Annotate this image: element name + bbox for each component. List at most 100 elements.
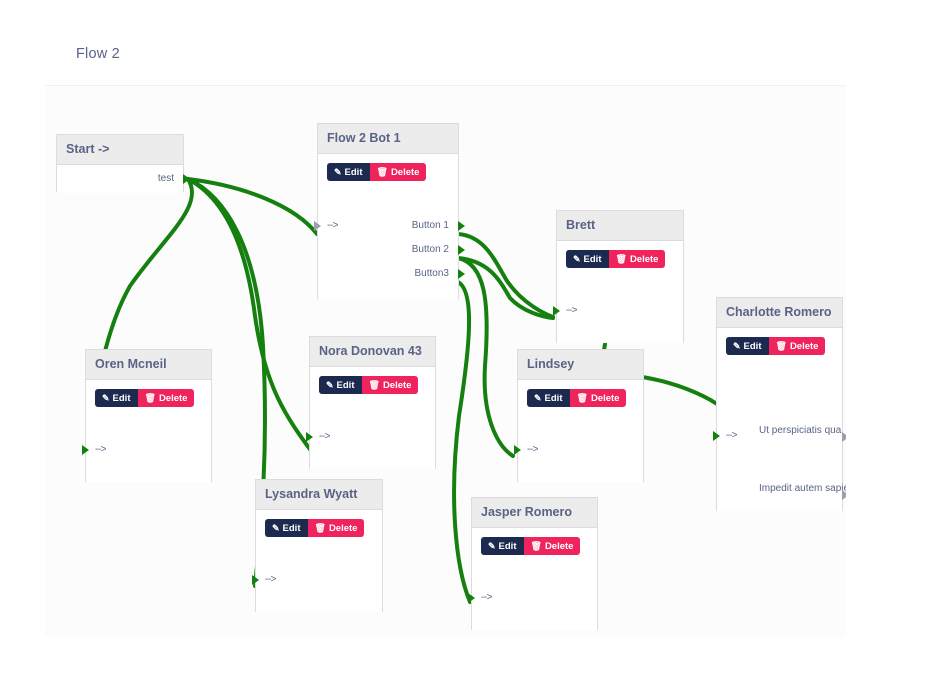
node-actions: ✎ Edit 🗑 Delete bbox=[726, 337, 826, 355]
output-handle-impedit-autem-sapie[interactable] bbox=[842, 490, 846, 500]
edit-square-icon: ✎ bbox=[272, 522, 280, 533]
input-handle[interactable] bbox=[468, 593, 475, 603]
output-handle-ut-perspiciatis-qua[interactable] bbox=[842, 432, 846, 442]
node-body: ✎ Edit 🗑 Delete --> bbox=[468, 528, 597, 630]
trash-icon: 🗑 bbox=[530, 540, 542, 551]
input-handle[interactable] bbox=[252, 575, 259, 585]
trash-icon: 🗑 bbox=[144, 392, 156, 403]
input-handle[interactable] bbox=[314, 221, 321, 231]
input-handle[interactable] bbox=[514, 445, 521, 455]
node-actions: ✎ Edit 🗑 Delete bbox=[327, 163, 427, 181]
delete-button-label: Delete bbox=[629, 253, 659, 265]
node-title: Start -> bbox=[57, 135, 183, 165]
delete-button-label: Delete bbox=[382, 379, 412, 391]
node-flow-2-bot-1[interactable]: Flow 2 Bot 1 ✎ Edit 🗑 Delete --> Button … bbox=[314, 123, 465, 299]
edge-start-to-flow2bot1 bbox=[186, 177, 319, 236]
delete-button[interactable]: 🗑 Delete bbox=[608, 250, 666, 268]
node-body: ✎ Edit 🗑 Delete --> Button 1 Button 2 Bu… bbox=[314, 154, 465, 299]
node-lindsey[interactable]: Lindsey ✎ Edit 🗑 Delete --> bbox=[514, 349, 644, 482]
delete-button[interactable]: 🗑 Delete bbox=[523, 537, 581, 555]
delete-button-label: Delete bbox=[590, 392, 620, 404]
delete-button[interactable]: 🗑 Delete bbox=[307, 519, 365, 537]
input-port[interactable]: --> bbox=[527, 444, 539, 455]
delete-button[interactable]: 🗑 Delete bbox=[369, 163, 427, 181]
input-port[interactable]: --> bbox=[481, 592, 493, 603]
output-port-test[interactable]: test bbox=[157, 173, 174, 184]
trash-icon: 🗑 bbox=[314, 522, 326, 533]
input-handle[interactable] bbox=[82, 445, 89, 455]
trash-icon: 🗑 bbox=[615, 253, 627, 264]
delete-button[interactable]: 🗑 Delete bbox=[137, 389, 195, 407]
output-port-impedit-autem-sapie[interactable]: Impedit autem sapie bbox=[759, 483, 846, 494]
edit-button[interactable]: ✎ Edit bbox=[95, 389, 138, 407]
edge-lindsey-to-charlotte bbox=[633, 374, 719, 406]
node-actions: ✎ Edit 🗑 Delete bbox=[527, 389, 627, 407]
delete-button-label: Delete bbox=[390, 166, 420, 178]
input-port[interactable]: --> bbox=[265, 574, 277, 585]
node-title: Charlotte Romero bbox=[717, 298, 842, 328]
node-title: Oren Mcneil bbox=[86, 350, 211, 380]
edit-button[interactable]: ✎ Edit bbox=[527, 389, 570, 407]
node-brett[interactable]: Brett ✎ Edit 🗑 Delete --> bbox=[553, 210, 684, 343]
input-port[interactable]: --> bbox=[95, 444, 107, 455]
node-title: Lysandra Wyatt bbox=[256, 480, 382, 510]
edit-button-label: Edit bbox=[336, 379, 355, 391]
output-port-button-2[interactable]: Button 2 bbox=[411, 244, 449, 255]
output-port-button-3[interactable]: Button3 bbox=[414, 268, 449, 279]
node-title: Nora Donovan 43 bbox=[310, 337, 435, 367]
delete-button[interactable]: 🗑 Delete bbox=[569, 389, 627, 407]
edit-button[interactable]: ✎ Edit bbox=[481, 537, 524, 555]
node-title: Brett bbox=[557, 211, 683, 241]
output-handle-test[interactable] bbox=[183, 174, 190, 184]
output-port-ut-perspiciatis-qua[interactable]: Ut perspiciatis qua bbox=[759, 425, 842, 436]
edit-square-icon: ✎ bbox=[573, 253, 581, 264]
input-handle[interactable] bbox=[713, 431, 720, 441]
node-body: ✎ Edit 🗑 Delete --> bbox=[553, 241, 683, 343]
edit-button[interactable]: ✎ Edit bbox=[327, 163, 370, 181]
edge-button2-to-lindsey bbox=[456, 256, 515, 458]
flow-canvas[interactable]: Start -> test Flow 2 Bot 1 ✎ Edit 🗑 Dele… bbox=[45, 85, 846, 636]
edit-square-icon: ✎ bbox=[534, 392, 542, 403]
input-port[interactable]: --> bbox=[319, 431, 331, 442]
node-lysandra-wyatt[interactable]: Lysandra Wyatt ✎ Edit 🗑 Delete --> bbox=[252, 479, 383, 612]
node-oren-mcneil[interactable]: Oren Mcneil ✎ Edit 🗑 Delete --> bbox=[82, 349, 212, 482]
node-body: ✎ Edit 🗑 Delete --> Ut perspiciatis qua … bbox=[713, 328, 846, 511]
node-start[interactable]: Start -> test bbox=[56, 134, 190, 193]
node-title: Lindsey bbox=[518, 350, 643, 380]
node-jasper-romero[interactable]: Jasper Romero ✎ Edit 🗑 Delete --> bbox=[468, 497, 598, 630]
edit-square-icon: ✎ bbox=[733, 340, 741, 351]
output-handle-button-2[interactable] bbox=[458, 245, 465, 255]
output-handle-button-1[interactable] bbox=[458, 221, 465, 231]
delete-button[interactable]: 🗑 Delete bbox=[768, 337, 826, 355]
node-body: ✎ Edit 🗑 Delete --> bbox=[514, 380, 643, 482]
edit-button[interactable]: ✎ Edit bbox=[566, 250, 609, 268]
node-body: ✎ Edit 🗑 Delete --> bbox=[82, 380, 211, 482]
edit-button[interactable]: ✎ Edit bbox=[726, 337, 769, 355]
input-port[interactable]: --> bbox=[566, 305, 578, 316]
delete-button-label: Delete bbox=[544, 540, 574, 552]
input-port[interactable]: --> bbox=[726, 430, 738, 441]
trash-icon: 🗑 bbox=[368, 379, 380, 390]
node-body: ✎ Edit 🗑 Delete --> bbox=[252, 510, 382, 612]
output-port-button-1[interactable]: Button 1 bbox=[411, 220, 449, 231]
edit-button[interactable]: ✎ Edit bbox=[319, 376, 362, 394]
node-title: Flow 2 Bot 1 bbox=[318, 124, 458, 154]
node-nora-donovan-43[interactable]: Nora Donovan 43 ✎ Edit 🗑 Delete --> bbox=[306, 336, 436, 469]
node-title: Jasper Romero bbox=[472, 498, 597, 528]
trash-icon: 🗑 bbox=[376, 166, 388, 177]
edit-button[interactable]: ✎ Edit bbox=[265, 519, 308, 537]
node-charlotte-romero[interactable]: Charlotte Romero ✎ Edit 🗑 Delete --> Ut … bbox=[713, 297, 846, 511]
input-handle[interactable] bbox=[553, 306, 560, 316]
input-handle[interactable] bbox=[306, 432, 313, 442]
flow-card: Flow 2 Start bbox=[45, 23, 846, 636]
trash-icon: 🗑 bbox=[576, 392, 588, 403]
edit-square-icon: ✎ bbox=[334, 166, 342, 177]
edge-button2-to-brett bbox=[456, 256, 555, 320]
edit-square-icon: ✎ bbox=[488, 540, 496, 551]
output-handle-button-3[interactable] bbox=[458, 269, 465, 279]
trash-icon: 🗑 bbox=[775, 340, 787, 351]
delete-button-label: Delete bbox=[328, 522, 358, 534]
input-port[interactable]: --> bbox=[327, 220, 339, 231]
delete-button[interactable]: 🗑 Delete bbox=[361, 376, 419, 394]
edit-button-label: Edit bbox=[498, 540, 517, 552]
